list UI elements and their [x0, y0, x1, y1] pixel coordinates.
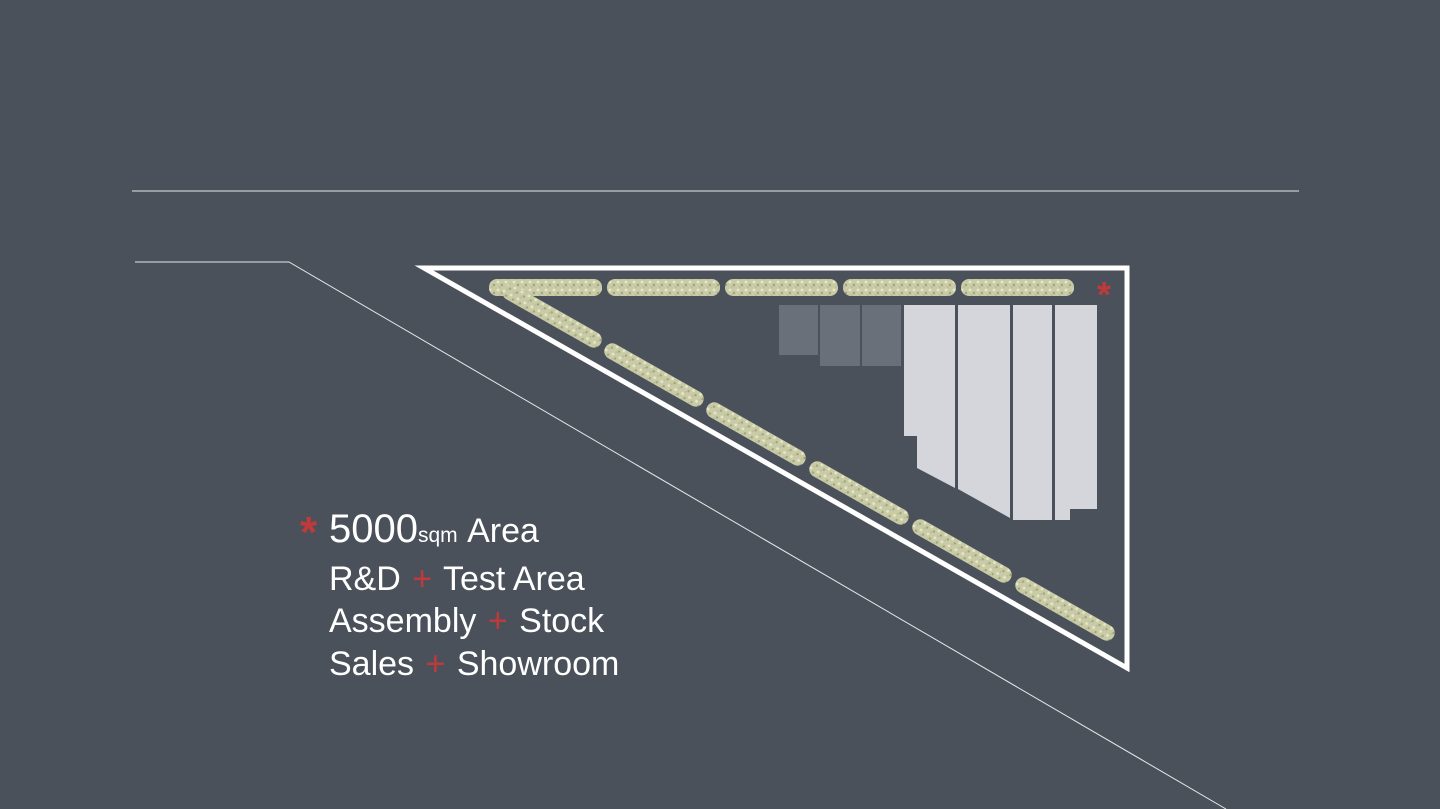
hedge-row-top	[489, 279, 1074, 296]
legend-row-right: Stock	[519, 602, 605, 640]
building-main-blocks	[904, 305, 1097, 520]
hedge-segment	[961, 279, 1074, 296]
building-block-light	[904, 305, 955, 488]
legend-area-value: 5000	[329, 507, 418, 551]
hedge-segment	[604, 343, 704, 407]
legend-asterisk-icon: *	[300, 508, 318, 557]
legend-plus-icon: +	[412, 559, 433, 598]
building-block-light	[1055, 305, 1097, 520]
legend-row-right: Test Area	[442, 559, 585, 598]
building-block-dark	[779, 305, 818, 355]
legend-row-area: *5000sqm Area	[300, 508, 619, 558]
hedge-segment	[809, 461, 909, 525]
legend-row-left: R&D	[329, 559, 401, 598]
building-block-dark	[820, 305, 860, 366]
hedge-segment	[607, 279, 720, 296]
building-small-blocks	[779, 305, 901, 366]
building-block-light	[1013, 305, 1052, 520]
legend-row-left: Sales	[329, 644, 415, 683]
legend-plus-icon: +	[425, 644, 446, 683]
hedge-segment	[502, 284, 602, 348]
legend-row-right: Showroom	[456, 644, 620, 683]
building-block-light	[958, 305, 1010, 518]
hedge-segment	[843, 279, 956, 296]
legend-row-left: Assembly	[329, 602, 477, 640]
site-asterisk-icon: *	[1097, 274, 1111, 315]
legend-area-label: Area	[467, 512, 539, 550]
site-boundary	[414, 265, 1130, 673]
hedge-segment	[706, 402, 806, 466]
building-block-dark	[862, 305, 901, 366]
legend-row: Sales + Showroom	[300, 643, 619, 686]
road-edge-line	[135, 261, 1227, 809]
legend-row: Assembly + Stock	[300, 600, 619, 643]
hedge-segment	[725, 279, 838, 296]
hedge-segment	[1015, 577, 1115, 641]
hedge-segment	[912, 519, 1012, 583]
legend-row: R&D + Test Area	[300, 558, 619, 601]
area-legend: *5000sqm Area R&D + Test Area Assembly +…	[300, 508, 619, 685]
legend-area-unit: sqm	[417, 524, 458, 547]
legend-plus-icon: +	[487, 602, 508, 640]
hedge-row-diagonal	[502, 284, 1115, 641]
